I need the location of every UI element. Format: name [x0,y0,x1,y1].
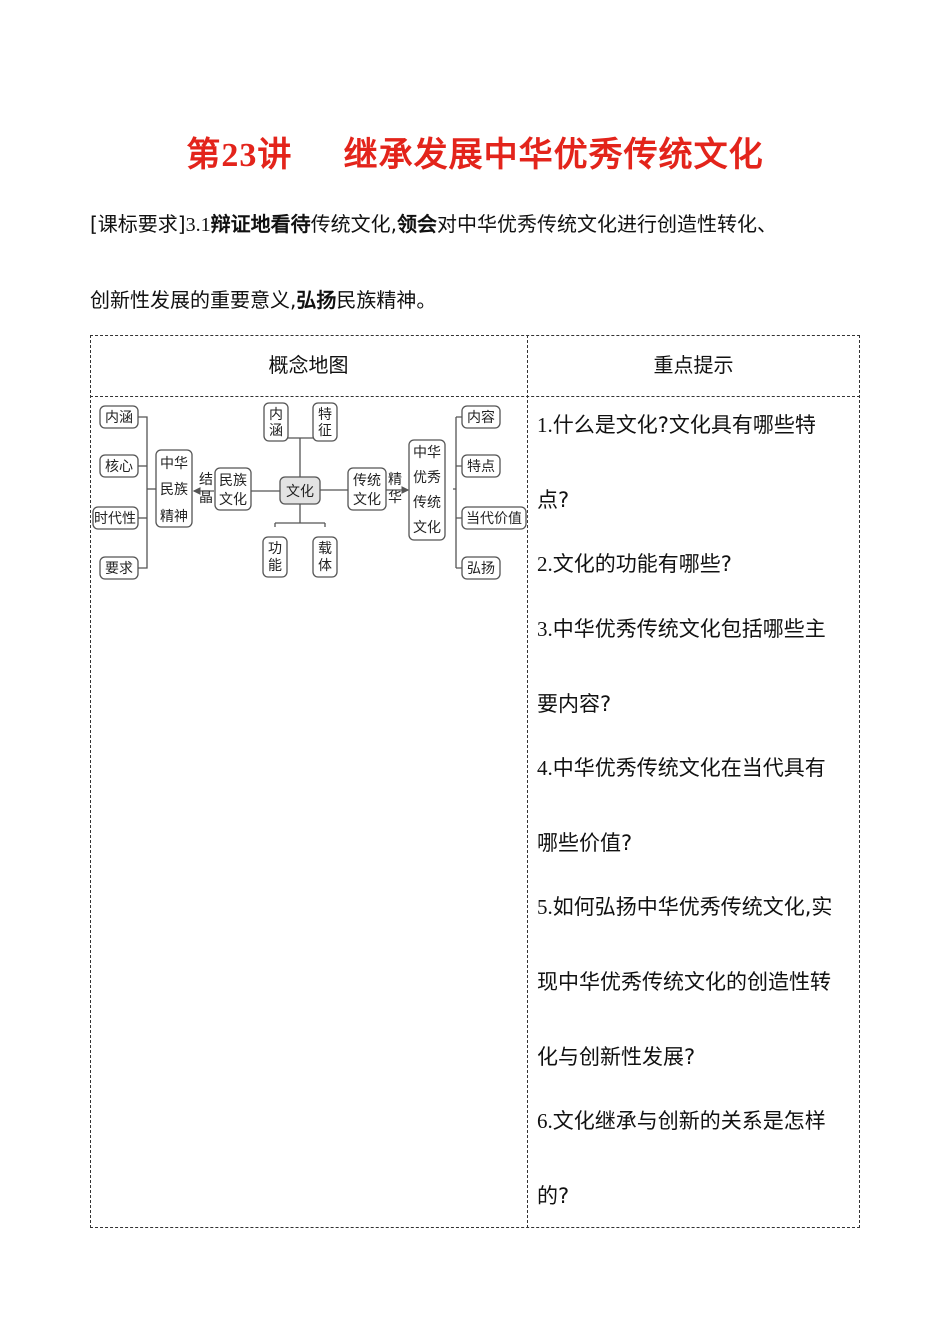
question-4: 4.中华优秀传统文化在当代具有 [537,756,826,780]
question-5: 5.如何弘扬中华优秀传统文化,实 [537,895,833,919]
req-tag: [课标要求] [90,212,186,236]
curriculum-requirement: [课标要求]3.1辩证地看待传统文化,领会对中华优秀传统文化进行创造性转化、 [90,208,880,237]
map-node-label: 文化 [353,492,381,508]
req-text: 传统文化, [310,212,397,236]
question-4-cont: 哪些价值? [537,831,633,855]
question-5-cont: 现中华优秀传统文化的创造性转 [537,970,831,994]
req-keyword: 领会 [396,212,437,236]
map-node-label: 特 [318,407,332,423]
req-code: 3.1 [185,214,211,236]
map-node-label: 优秀 [413,470,441,486]
map-node-label: 当代价值 [466,511,522,527]
map-node-label: 内容 [467,409,495,426]
title-prefix: 第 [186,135,222,175]
map-edge-label: 晶 [199,490,213,506]
question-5-cont2: 化与创新性发展? [537,1045,696,1069]
map-node-label: 精神 [160,509,188,525]
question-3: 3.中华优秀传统文化包括哪些主 [537,617,826,641]
map-node-label: 征 [318,423,332,439]
map-node-national-culture [214,467,252,511]
map-node-label: 民族 [160,482,188,498]
map-node-excellent-traditional-culture [408,439,446,541]
map-node-label: 能 [268,558,282,574]
map-node-culture-connotation [263,402,289,442]
question-6-cont: 的? [537,1184,570,1208]
map-node-culture [279,476,321,505]
map-node-connotation [99,405,139,429]
map-node-core [99,454,139,478]
curriculum-requirement-line2: 创新性发展的重要意义,弘扬民族精神。 [90,284,880,313]
map-edge-label: 华 [388,490,402,506]
map-node-label: 文化 [219,492,247,508]
question-1-cont: 点? [537,488,570,512]
req-text: 对中华优秀传统文化进行创造性转化、 [436,212,777,236]
map-node-carrier [312,536,338,578]
map-node-label: 中华 [160,456,188,472]
right-bracket [453,416,462,569]
left-bracket [138,416,148,569]
map-node-content [461,405,501,429]
map-node-label: 传统 [353,473,381,489]
map-node-label: 核心 [105,459,133,475]
map-node-label: 内 [269,407,283,423]
map-node-label: 传统 [413,495,441,511]
map-node-label: 要求 [105,561,133,577]
map-node-timeliness [92,506,139,530]
question-2: 2.文化的功能有哪些? [537,552,732,576]
table-header-divider [90,396,860,397]
map-node-label: 特点 [467,459,495,475]
map-node-label: 体 [318,558,332,574]
map-node-label: 弘扬 [467,561,495,577]
map-node-label: 载 [318,541,332,557]
map-node-label: 时代性 [94,511,136,527]
concept-map: 内涵 核心 时代性 要求 中华 民族 精神 结 晶 民族 文化 内 涵 特 征 … [92,402,527,580]
title-name: 继承发展中华优秀传统文化 [343,135,764,175]
map-edge-label: 精 [388,472,402,488]
map-node-label: 功 [268,541,282,557]
map-node-traditional-culture [347,467,387,511]
map-node-requirement [99,556,139,580]
title-number: 23 [221,137,258,174]
question-6: 6.文化继承与创新的关系是怎样 [537,1109,826,1133]
map-edge-label: 结 [199,472,213,488]
map-node-label: 民族 [219,473,247,489]
req-text: 民族精神。 [336,288,437,312]
req-keyword: 弘扬 [296,288,337,312]
map-center-label: 文化 [286,484,314,500]
map-node-function [262,536,288,578]
map-node-contemporary-value [461,506,527,530]
table-divider [527,335,528,1228]
map-node-label: 涵 [269,423,283,439]
concept-map-header: 概念地图 [268,353,349,377]
map-node-label: 文化 [413,520,441,536]
map-node-national-spirit [155,449,193,528]
study-table [90,335,860,1228]
map-node-label: 内涵 [105,410,133,426]
question-3-cont: 要内容? [537,692,612,716]
req-keyword: 辩证地看待 [210,212,311,236]
req-text: 创新性发展的重要意义, [90,288,297,312]
title-suffix: 讲 [257,135,293,175]
page-title: 第23讲 继承发展中华优秀传统文化 [0,127,950,176]
map-node-characteristics [461,454,501,478]
map-node-culture-features [312,402,338,442]
map-node-label: 中华 [413,445,441,461]
question-1: 1.什么是文化?文化具有哪些特 [537,413,816,437]
key-points-header: 重点提示 [653,353,734,377]
map-node-promote [461,556,501,580]
